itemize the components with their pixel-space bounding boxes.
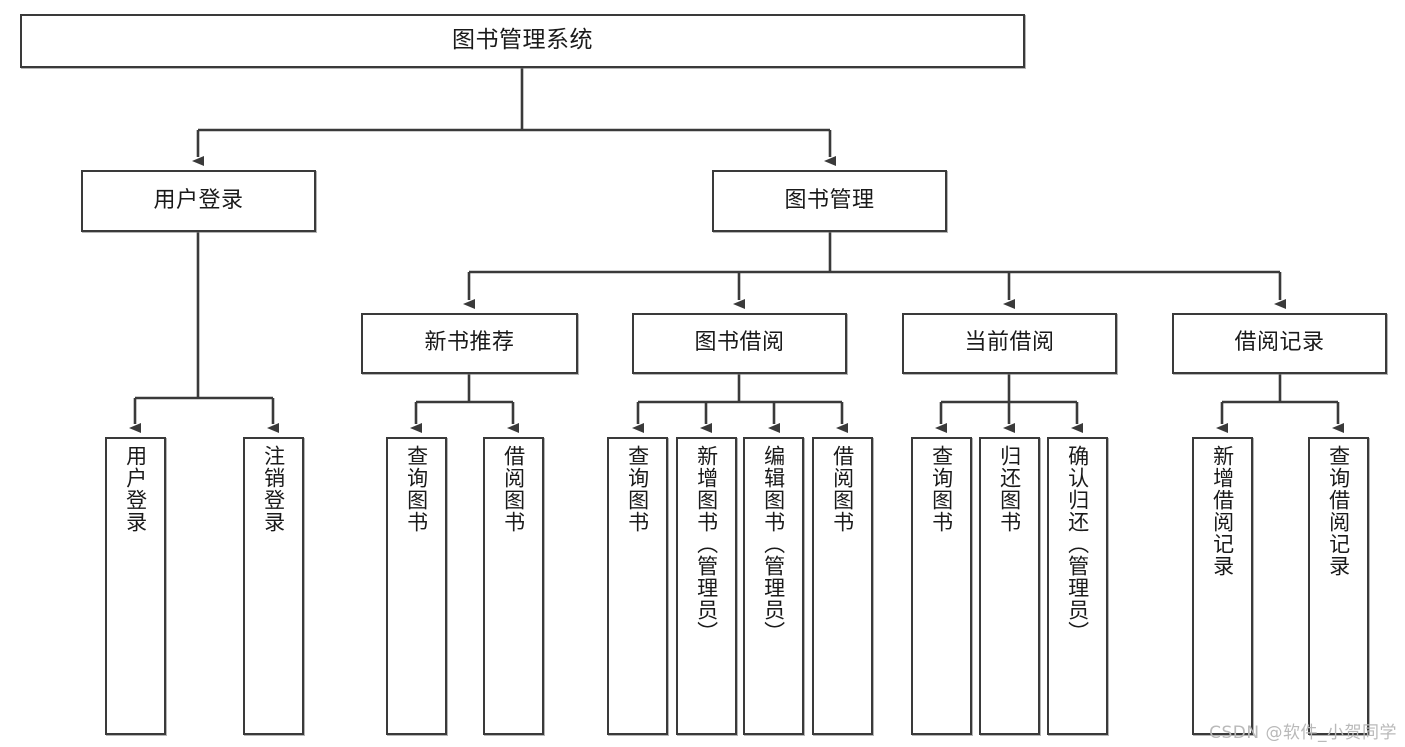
node-new-book-recommend-label: 新书推荐 bbox=[424, 330, 515, 356]
leaf-return-book[interactable]: 归还图书 bbox=[979, 437, 1040, 735]
leaf-confirm-return-label: 确认归还（管理员） bbox=[1065, 445, 1090, 643]
leaf-edit-book-label: 编辑图书（管理员） bbox=[761, 445, 786, 643]
leaf-query-book-2[interactable]: 查询图书 bbox=[607, 437, 668, 735]
leaf-add-record[interactable]: 新增借阅记录 bbox=[1192, 437, 1253, 735]
node-book-borrow[interactable]: 图书借阅 bbox=[632, 313, 847, 374]
node-root[interactable]: 图书管理系统 bbox=[20, 14, 1025, 68]
leaf-query-record[interactable]: 查询借阅记录 bbox=[1308, 437, 1369, 735]
leaf-query-record-label: 查询借阅记录 bbox=[1326, 445, 1351, 577]
node-new-book-recommend[interactable]: 新书推荐 bbox=[361, 313, 578, 374]
leaf-confirm-return[interactable]: 确认归还（管理员） bbox=[1047, 437, 1108, 735]
leaf-logout[interactable]: 注销登录 bbox=[243, 437, 304, 735]
node-current-borrow[interactable]: 当前借阅 bbox=[902, 313, 1117, 374]
node-user-login[interactable]: 用户登录 bbox=[81, 170, 316, 232]
leaf-add-record-label: 新增借阅记录 bbox=[1210, 445, 1235, 577]
node-book-management-label: 图书管理 bbox=[784, 187, 875, 213]
node-borrow-record-label: 借阅记录 bbox=[1234, 330, 1325, 356]
leaf-user-login[interactable]: 用户登录 bbox=[105, 437, 166, 735]
node-book-management[interactable]: 图书管理 bbox=[712, 170, 947, 232]
leaf-add-book[interactable]: 新增图书（管理员） bbox=[676, 437, 737, 735]
leaf-logout-label: 注销登录 bbox=[261, 445, 286, 533]
leaf-query-book-2-label: 查询图书 bbox=[625, 445, 650, 533]
leaf-borrow-book-2[interactable]: 借阅图书 bbox=[812, 437, 873, 735]
leaf-query-book-1[interactable]: 查询图书 bbox=[386, 437, 447, 735]
leaf-add-book-label: 新增图书（管理员） bbox=[694, 445, 719, 643]
node-user-login-label: 用户登录 bbox=[153, 187, 244, 213]
node-borrow-record[interactable]: 借阅记录 bbox=[1172, 313, 1387, 374]
leaf-query-book-3-label: 查询图书 bbox=[929, 445, 954, 533]
node-current-borrow-label: 当前借阅 bbox=[964, 330, 1055, 356]
leaf-edit-book[interactable]: 编辑图书（管理员） bbox=[743, 437, 804, 735]
node-book-borrow-label: 图书借阅 bbox=[694, 330, 785, 356]
leaf-borrow-book-2-label: 借阅图书 bbox=[830, 445, 855, 533]
leaf-user-login-label: 用户登录 bbox=[123, 445, 148, 533]
leaf-borrow-book-1-label: 借阅图书 bbox=[501, 445, 526, 533]
leaf-query-book-3[interactable]: 查询图书 bbox=[911, 437, 972, 735]
leaf-borrow-book-1[interactable]: 借阅图书 bbox=[483, 437, 544, 735]
node-root-label: 图书管理系统 bbox=[452, 27, 593, 54]
leaf-query-book-1-label: 查询图书 bbox=[404, 445, 429, 533]
leaf-return-book-label: 归还图书 bbox=[997, 445, 1022, 533]
